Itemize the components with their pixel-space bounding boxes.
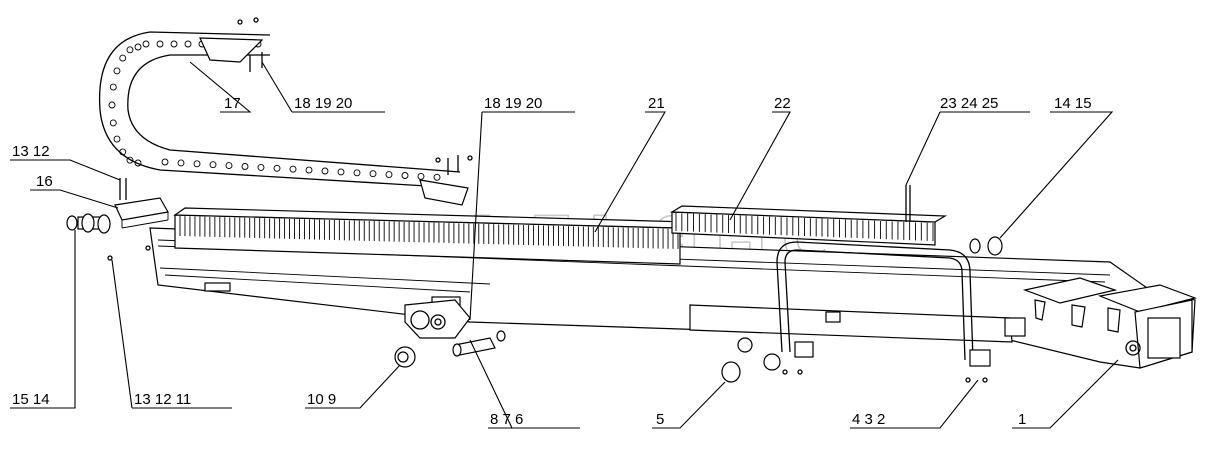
chain-link <box>433 173 441 181</box>
chain-link <box>353 169 361 177</box>
chain-link <box>108 101 116 109</box>
chain-link <box>193 160 201 168</box>
callout-18-19-20-top: 18 19 20 <box>294 95 352 112</box>
chain-link <box>369 170 377 178</box>
cable-tray-long <box>173 207 693 265</box>
chain-link <box>113 67 121 75</box>
chain-link <box>134 43 142 51</box>
chain-link <box>401 172 409 179</box>
handle-rail <box>776 241 991 367</box>
callout-16: 16 <box>36 173 53 190</box>
chain-link <box>257 163 265 171</box>
chain-link <box>225 162 233 170</box>
callout-1: 1 <box>1018 411 1026 428</box>
callout-21: 21 <box>648 95 665 112</box>
leader-lines <box>10 61 1119 429</box>
callout-8-7-6: 8 7 6 <box>490 411 523 428</box>
chain-link <box>337 168 345 176</box>
bolt-left <box>66 213 111 234</box>
chain-link <box>109 83 117 91</box>
chain-link <box>156 40 164 48</box>
chain-link <box>119 148 127 156</box>
chain-link <box>289 165 297 173</box>
bolt-right <box>969 236 1003 256</box>
chain-link <box>109 119 117 127</box>
cable-chain <box>98 31 469 206</box>
main-beam <box>149 227 1198 369</box>
chain-link <box>209 161 217 169</box>
chain-link <box>170 40 178 48</box>
callout-10-9: 10 9 <box>307 391 336 408</box>
callout-22: 22 <box>774 95 791 112</box>
pivot-bracket <box>404 299 471 339</box>
clamp-block <box>114 178 169 229</box>
chain-link <box>177 159 185 167</box>
callout-15-14-left: 15 14 <box>12 391 50 408</box>
cable-tray-short <box>669 205 948 246</box>
chain-link <box>417 172 425 180</box>
chain-link <box>184 40 192 48</box>
chain-link <box>126 156 134 164</box>
callout-13-12-top: 13 12 <box>12 143 50 160</box>
chain-link <box>385 171 393 179</box>
chain-link <box>126 46 134 54</box>
chain-link <box>113 135 121 143</box>
chain-link <box>119 54 127 62</box>
callout-labels: 1 4 3 2 5 8 7 6 10 9 13 12 11 15 14 13 1… <box>12 95 1092 428</box>
chain-link <box>161 158 169 166</box>
chain-link <box>142 40 150 48</box>
callout-14-15-right: 14 15 <box>1054 95 1092 112</box>
callout-5: 5 <box>656 411 664 428</box>
chain-link <box>273 164 281 172</box>
chain-link <box>241 163 249 170</box>
chain-link <box>305 166 313 174</box>
chain-link <box>134 159 142 167</box>
callout-18-19-20-mid: 18 19 20 <box>484 95 542 112</box>
screws <box>107 17 988 383</box>
callout-23-24-25: 23 24 25 <box>940 95 998 112</box>
callout-13-12-11: 13 12 11 <box>134 391 191 408</box>
callout-4-3-2: 4 3 2 <box>852 411 885 428</box>
pin-and-washers <box>394 330 781 383</box>
callout-17: 17 <box>224 95 241 112</box>
chain-link <box>321 167 329 175</box>
